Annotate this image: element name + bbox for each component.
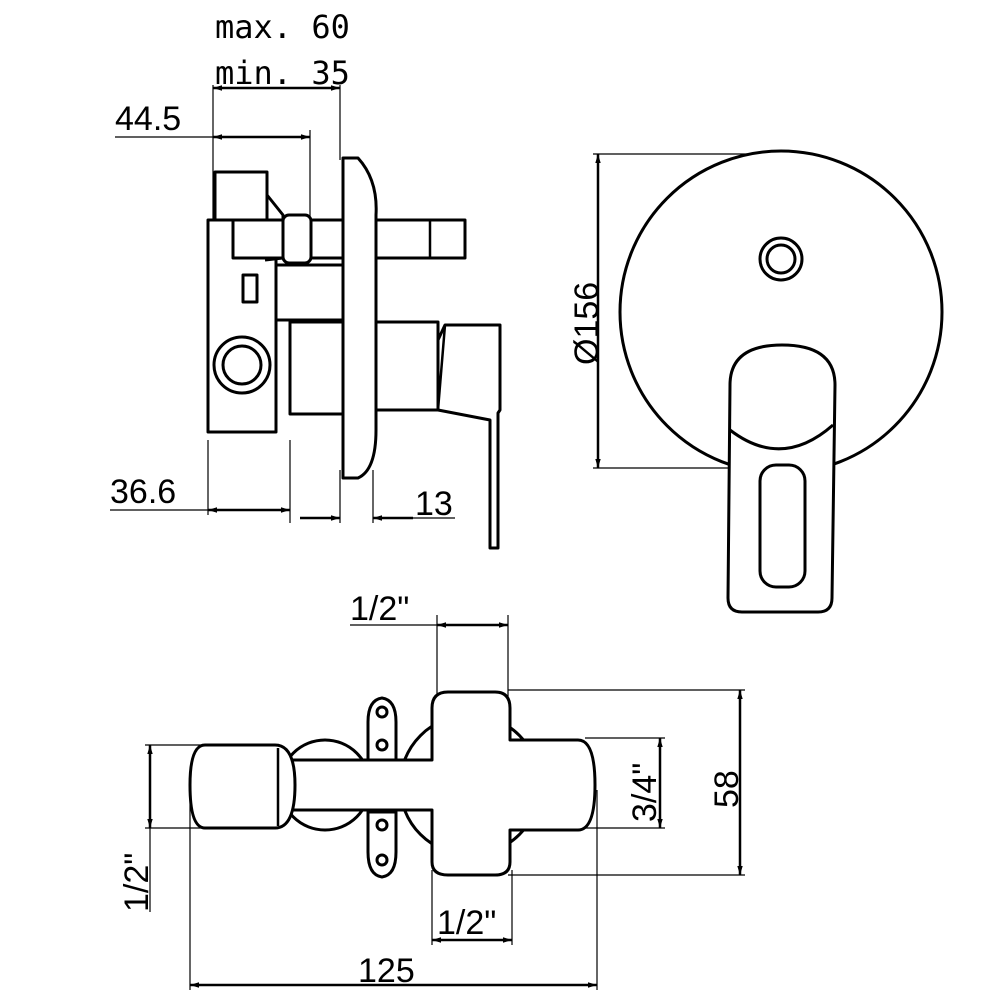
diverter-knob-inner — [765, 243, 797, 275]
label-bottom-inlet: 1/2" — [437, 904, 496, 942]
tab-hole — [375, 818, 389, 832]
cover-plate — [341, 156, 378, 480]
tab-hole — [375, 705, 389, 719]
left-inlet-fitting — [188, 743, 297, 830]
top-view: 1/2" 58 3/4" 1/2" 1/2" 125 — [118, 590, 746, 990]
label-58: 58 — [708, 770, 746, 808]
lever-edge — [436, 324, 447, 411]
label-36-6: 36.6 — [110, 473, 176, 511]
label-diameter: Ø156 — [568, 282, 606, 365]
label-3-4: 3/4" — [626, 763, 664, 822]
mounting-tab-bottom — [366, 810, 398, 879]
label-max: max. 60 — [215, 8, 350, 46]
cartridge-body — [288, 320, 345, 416]
body-slot — [241, 273, 259, 304]
nut — [281, 213, 313, 265]
label-top-inlet: 1/2" — [350, 590, 409, 628]
lever-handle — [436, 323, 502, 550]
label-min: min. 35 — [215, 54, 350, 92]
tab-hole — [375, 853, 389, 867]
mounting-tab-top — [366, 696, 398, 762]
label-44-5: 44.5 — [115, 100, 181, 138]
diverter-stem — [368, 218, 467, 260]
valve-cross-body — [288, 690, 597, 877]
lever-slot — [758, 463, 807, 589]
body-extension — [274, 263, 345, 322]
tab-hole — [375, 738, 389, 752]
front-view: Ø156 — [568, 149, 944, 614]
handle-base — [374, 320, 440, 412]
label-left-inlet: 1/2" — [118, 853, 156, 912]
side-view: max. 60 min. 35 44.5 36.6 13 — [110, 8, 502, 550]
cartridge-cap — [213, 170, 269, 222]
label-13: 13 — [415, 485, 453, 523]
outlet-port-inner — [221, 344, 263, 386]
lever-curve — [729, 423, 834, 451]
label-125: 125 — [358, 952, 415, 990]
